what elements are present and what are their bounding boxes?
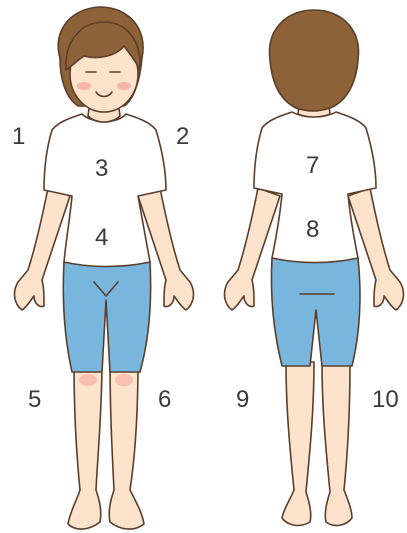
back-hair bbox=[269, 10, 358, 111]
label-3: 3 bbox=[95, 157, 108, 181]
front-left-knee bbox=[79, 374, 97, 386]
label-2: 2 bbox=[176, 125, 189, 149]
label-7: 7 bbox=[306, 154, 319, 178]
front-left-cheek bbox=[77, 82, 91, 90]
label-5: 5 bbox=[28, 388, 41, 412]
label-6: 6 bbox=[158, 388, 171, 412]
front-left-leg bbox=[68, 362, 102, 529]
label-1: 1 bbox=[12, 125, 25, 149]
front-figure bbox=[15, 7, 194, 529]
front-shorts bbox=[63, 262, 150, 372]
front-right-leg bbox=[109, 362, 144, 529]
front-left-arm bbox=[15, 188, 70, 310]
back-figure bbox=[225, 10, 404, 525]
back-left-leg bbox=[282, 362, 314, 525]
label-9: 9 bbox=[236, 388, 249, 412]
label-4: 4 bbox=[95, 226, 108, 250]
back-shorts bbox=[271, 258, 360, 366]
front-right-cheek bbox=[117, 82, 131, 90]
front-right-knee bbox=[115, 374, 133, 386]
label-10: 10 bbox=[372, 388, 399, 412]
back-right-leg bbox=[322, 362, 352, 525]
label-8: 8 bbox=[306, 218, 319, 242]
